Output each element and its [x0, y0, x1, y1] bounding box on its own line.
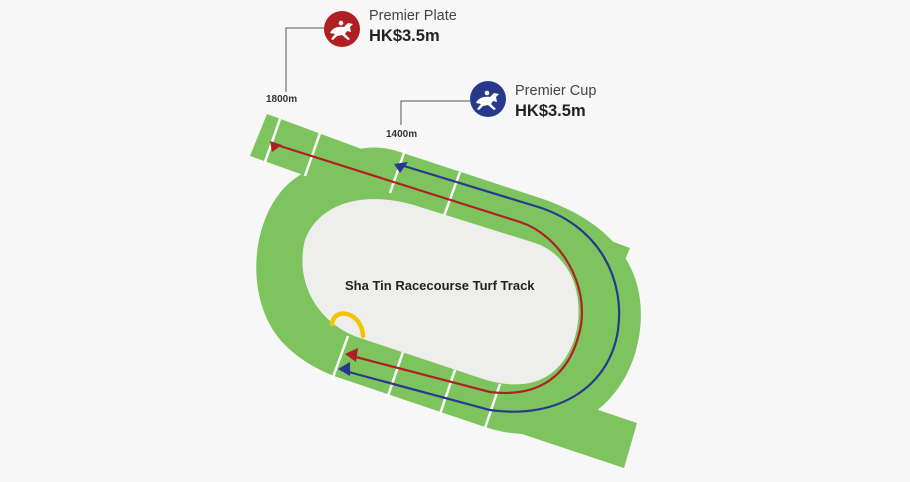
premier-cup-name: Premier Cup	[515, 83, 597, 99]
premier-cup-icon	[470, 81, 506, 117]
premier-plate-prize: HK$3.5m	[369, 27, 440, 45]
premier-cup-prize: HK$3.5m	[515, 102, 586, 120]
infield	[302, 199, 579, 385]
premier-plate-route	[270, 141, 583, 394]
premier-plate-icon	[324, 11, 360, 47]
horse-racing-icon	[476, 90, 499, 110]
horse-racing-icon	[330, 20, 353, 40]
premier-plate-label: Premier Plate HK$3.5m	[369, 8, 457, 47]
track-title: Sha Tin Racecourse Turf Track	[345, 278, 535, 293]
premier-plate-finish-arrow	[345, 348, 358, 362]
premier-plate-start-arrow	[270, 141, 282, 152]
premier-cup-start-arrow	[394, 162, 408, 173]
furlong-markers	[263, 118, 502, 429]
premier-plate-name: Premier Plate	[369, 8, 457, 24]
leader-lines	[285, 27, 470, 125]
premier-cup-label: Premier Cup HK$3.5m	[515, 83, 596, 122]
premier-cup-distance: 1400m	[386, 129, 418, 140]
premier-cup-route	[338, 162, 621, 413]
premier-plate-distance: 1800m	[266, 94, 298, 105]
premier-cup-finish-arrow	[338, 362, 350, 376]
winning-post	[329, 311, 366, 339]
